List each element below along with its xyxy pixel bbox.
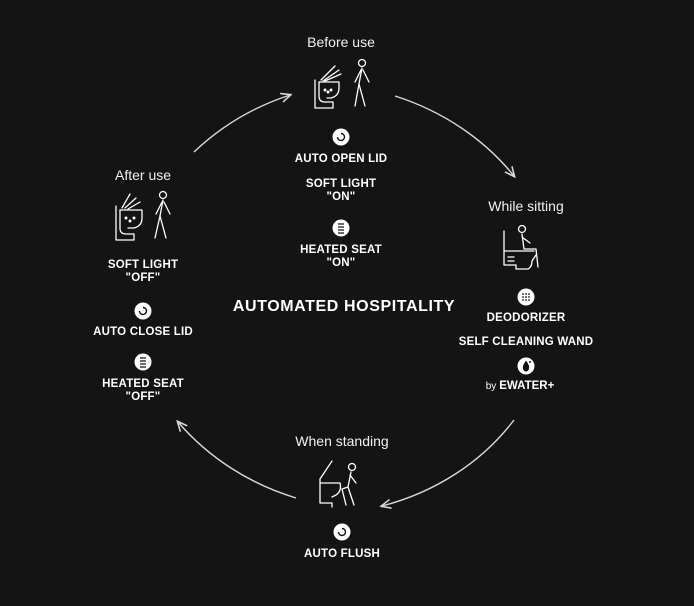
feature-deodorizer: DEODORIZER — [486, 312, 566, 324]
heat-coil-icon — [332, 219, 350, 237]
feature-heated-seat-on: HEATED SEAT"ON" — [300, 244, 382, 269]
feature-soft-light-off: SOFT LIGHT"OFF" — [107, 259, 179, 284]
lid-circle-icon — [332, 128, 350, 146]
flush-circle-icon — [333, 523, 351, 541]
feature-self-cleaning-wand: SELF CLEANING WAND — [458, 336, 594, 348]
lid-circle-icon — [134, 302, 152, 320]
feature-auto-close-lid: AUTO CLOSE LID — [93, 326, 193, 338]
deodorizer-dots-icon — [517, 288, 535, 306]
arc-sitting-to-standing — [382, 419, 515, 506]
feature-heated-seat-off: HEATED SEAT"OFF" — [102, 378, 184, 403]
arc-before-to-sitting — [394, 95, 514, 176]
stage-title-before-use: Before use — [307, 34, 375, 50]
arc-after-to-before — [193, 95, 290, 153]
stage-title-after-use: After use — [114, 167, 172, 183]
toilet-with-walking-person-icon — [314, 58, 370, 109]
heat-coil-icon — [134, 353, 152, 371]
stage-title-when-standing: When standing — [295, 433, 389, 449]
standing-person-icon — [319, 460, 357, 508]
feature-auto-open-lid: AUTO OPEN LID — [294, 153, 388, 165]
feature-soft-light-on: SOFT LIGHT"ON" — [305, 178, 377, 203]
stage-title-while-sitting: While sitting — [488, 198, 564, 214]
feature-auto-flush: AUTO FLUSH — [304, 548, 380, 560]
water-drop-icon — [517, 357, 535, 375]
seated-person-icon — [503, 224, 539, 270]
arc-standing-to-after — [178, 422, 297, 499]
walking-away-person-icon — [115, 190, 171, 241]
center-title: AUTOMATED HOSPITALITY — [232, 298, 456, 315]
